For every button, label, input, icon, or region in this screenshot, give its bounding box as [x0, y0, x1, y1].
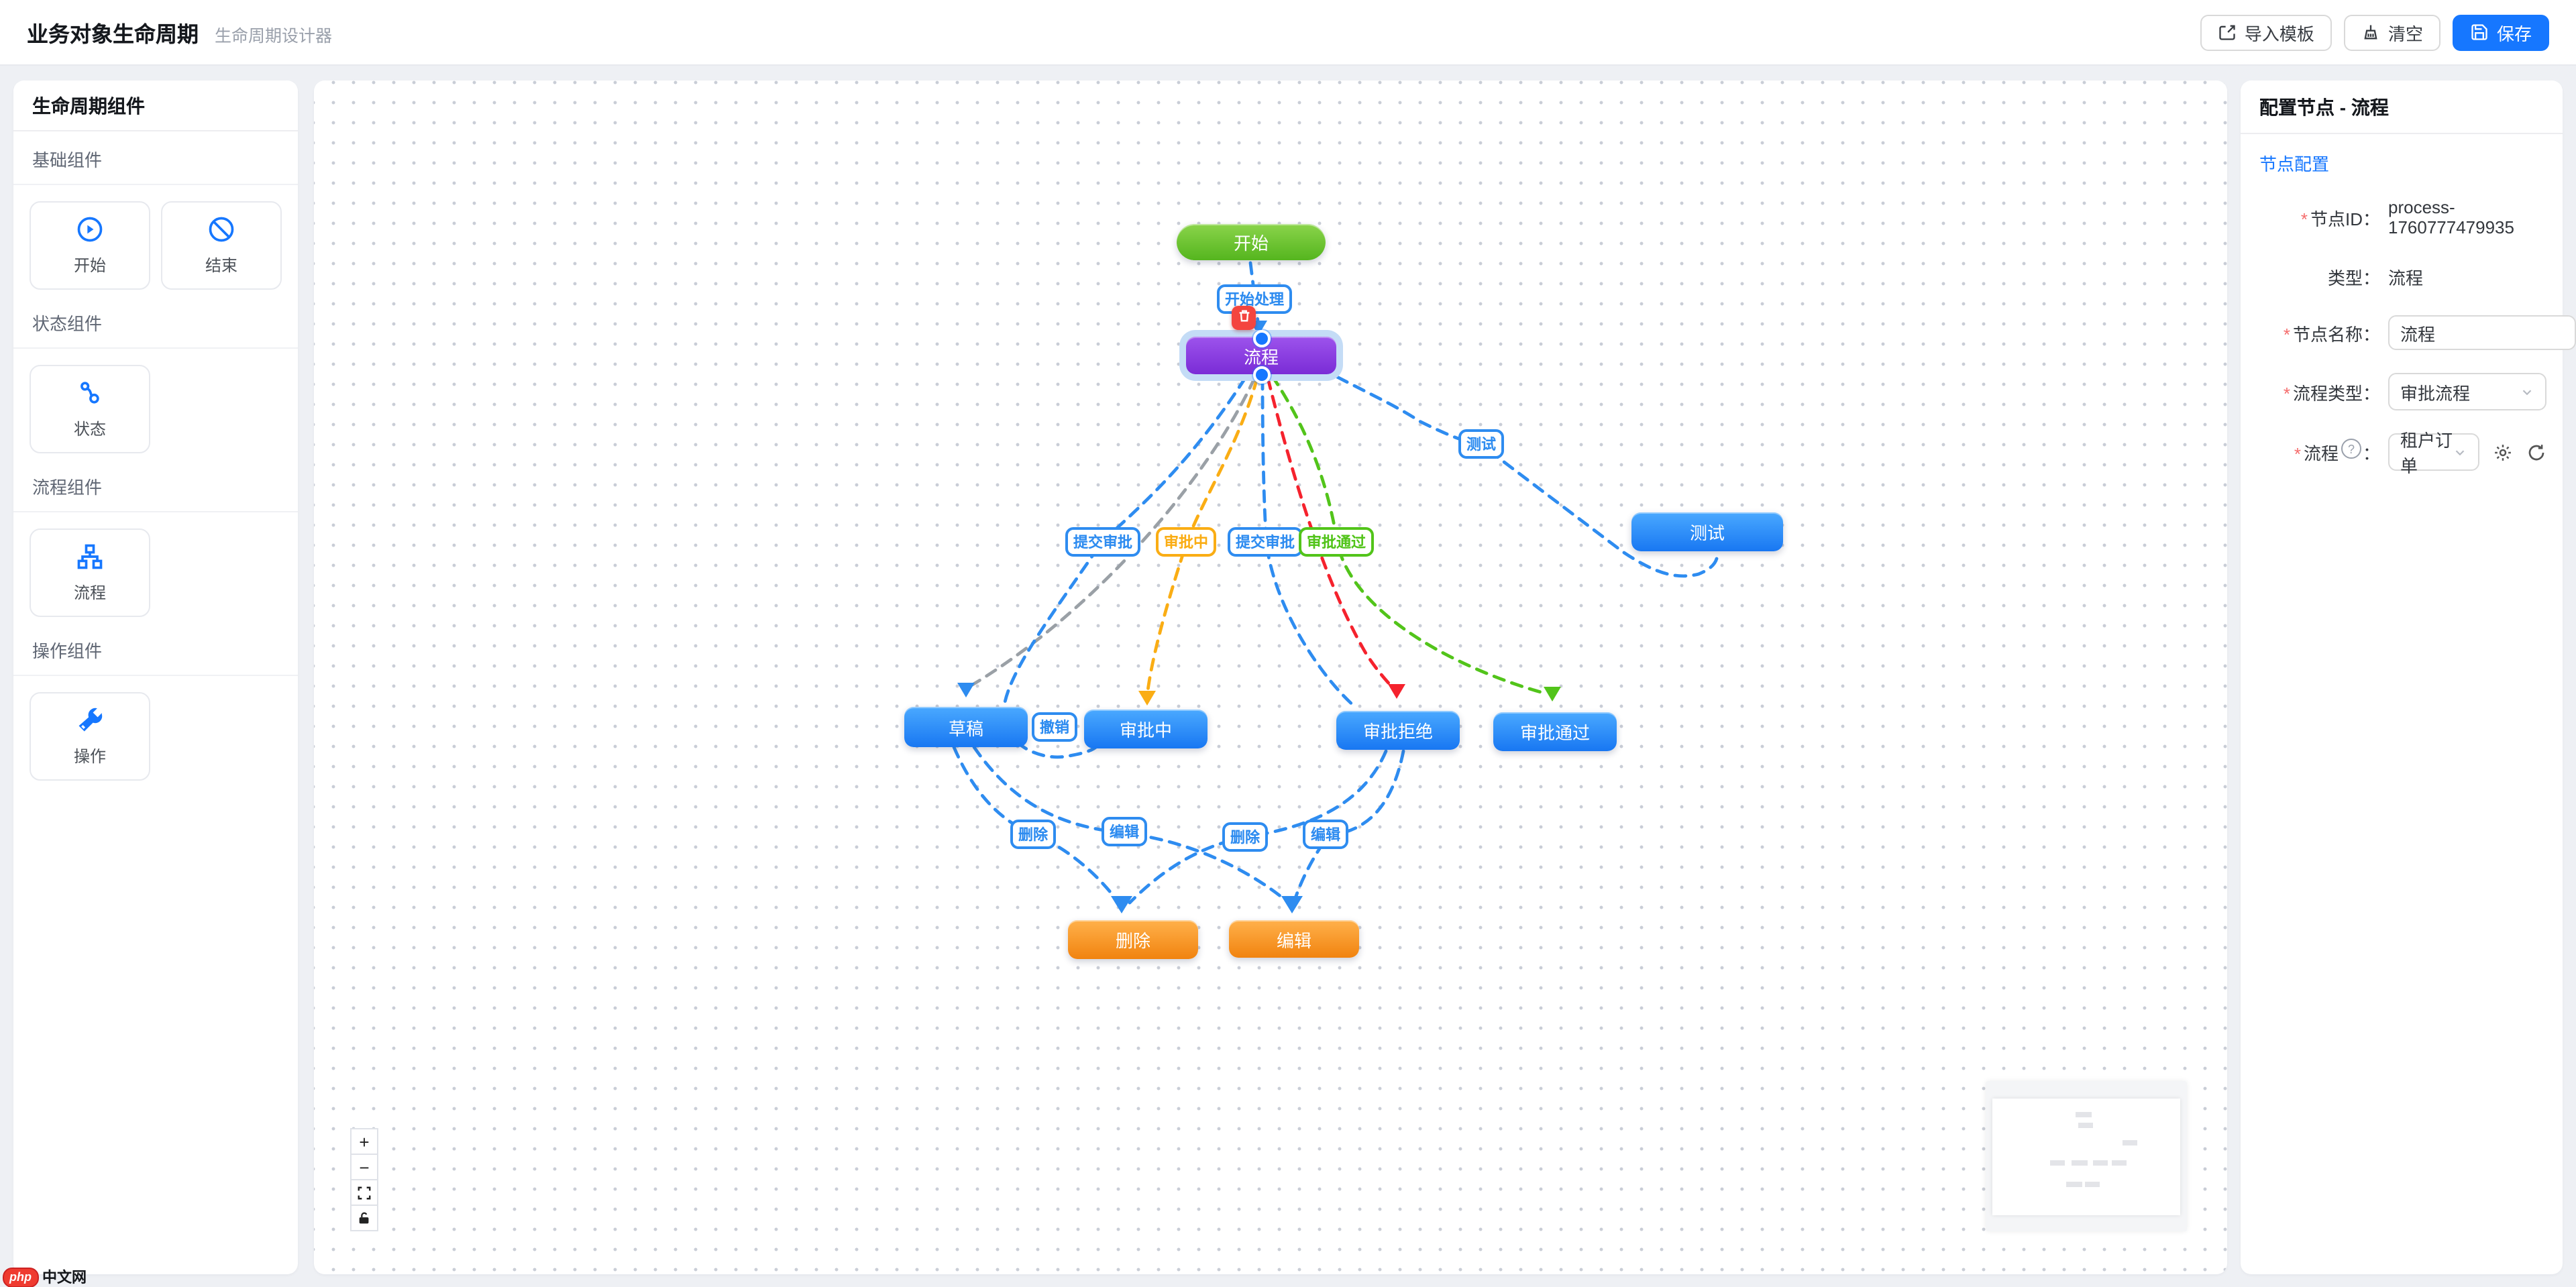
wrench-icon: [75, 706, 105, 735]
palette-title: 生命周期组件: [13, 80, 298, 131]
brand: 业务对象生命周期 生命周期设计器: [27, 16, 332, 48]
page-title: 业务对象生命周期: [27, 24, 199, 47]
state-cards: 状态: [13, 349, 298, 459]
edge-label-test[interactable]: 测试: [1458, 429, 1504, 459]
node-inspector: 配置节点 - 流程 节点配置 *节点ID： process-1760777479…: [2241, 80, 2576, 1274]
palette-item-operation[interactable]: 操作: [30, 692, 150, 781]
node-name-label: 节点名称：: [2292, 324, 2380, 344]
edge-label-delete-b[interactable]: 删除: [1222, 822, 1268, 852]
node-delete[interactable]: 删除: [1068, 920, 1198, 959]
chevron-down-icon: [2520, 384, 2534, 399]
node-approved[interactable]: 审批通过: [1493, 712, 1617, 751]
import-template-button[interactable]: 导入模板: [2200, 14, 2332, 50]
tab-node-config[interactable]: 节点配置: [2259, 154, 2330, 174]
node-name-row: *节点名称：: [2249, 315, 2576, 350]
ban-icon: [207, 215, 236, 244]
edge-submit-b: [1260, 376, 1357, 709]
canvas-toolbar: + −: [350, 1128, 378, 1231]
php-cn-watermark: php 中文网: [3, 1266, 87, 1287]
section-process: 流程组件: [13, 459, 298, 512]
flow-value: 租户订单: [2400, 431, 2453, 476]
chevron-down-icon: [2453, 445, 2467, 459]
trash-icon: [1236, 306, 1251, 330]
edge-process-test: [1270, 339, 1719, 578]
refresh-icon[interactable]: [2526, 442, 2546, 462]
edge-start-process: [1248, 261, 1260, 328]
flow-canvas[interactable]: 开始 流程 测试 草稿 审批中 审批拒绝 审批通过 删除 编辑 开始处理 测试 …: [314, 80, 2227, 1274]
page-subtitle: 生命周期设计器: [215, 27, 333, 46]
node-draft[interactable]: 草稿: [904, 707, 1028, 747]
lock-button[interactable]: [350, 1205, 378, 1231]
node-approving[interactable]: 审批中: [1084, 710, 1208, 748]
zoom-out-button[interactable]: −: [350, 1154, 378, 1180]
php-logo: php: [3, 1267, 38, 1287]
node-name-input[interactable]: [2388, 315, 2576, 350]
state-link-icon: [75, 378, 105, 408]
node-test[interactable]: 测试: [1631, 512, 1783, 551]
node-rejected[interactable]: 审批拒绝: [1336, 711, 1460, 750]
edge-rejected: [1266, 376, 1397, 693]
edge-label-delete-a[interactable]: 删除: [1010, 820, 1056, 849]
edge-label-approving[interactable]: 审批中: [1156, 527, 1216, 557]
node-handle-bottom[interactable]: [1253, 366, 1271, 384]
process-cards: 流程: [13, 512, 298, 622]
delete-edge-button[interactable]: [1232, 306, 1256, 330]
palette-item-state[interactable]: 状态: [30, 365, 150, 453]
play-circle-icon: [75, 215, 105, 244]
component-palette: 生命周期组件 基础组件 开始 结束 状态组件 状态 流程组件 流程: [13, 80, 298, 1274]
help-icon[interactable]: ?: [2341, 439, 2361, 459]
node-id-label: 节点ID：: [2310, 209, 2380, 229]
node-edit[interactable]: 编辑: [1229, 920, 1359, 958]
edge-label-revoke[interactable]: 撤销: [1032, 712, 1077, 742]
node-config-form: *节点ID： process-1760777479935 类型： 流程 *节点名…: [2241, 181, 2576, 476]
basic-cards: 开始 结束: [13, 185, 298, 295]
flow-type-select[interactable]: 审批流程: [2388, 373, 2546, 410]
header-actions: 导入模板 清空 保存: [2200, 14, 2549, 50]
header: 业务对象生命周期 生命周期设计器 导入模板 清空 保存: [0, 0, 2576, 66]
section-basic: 基础组件: [13, 131, 298, 185]
edge-submit-a: [1002, 376, 1247, 759]
fit-view-button[interactable]: [350, 1179, 378, 1206]
palette-item-end[interactable]: 结束: [161, 201, 282, 290]
edge-process-draft: [969, 376, 1256, 687]
node-handle-top[interactable]: [1253, 330, 1271, 347]
palette-item-process[interactable]: 流程: [30, 528, 150, 617]
minimap-viewport[interactable]: [1992, 1099, 2180, 1215]
edge-label-edit-a[interactable]: 编辑: [1102, 817, 1147, 846]
palette-item-start[interactable]: 开始: [30, 201, 150, 290]
node-type-row: 类型： 流程: [2249, 260, 2546, 292]
broom-icon: [2361, 23, 2380, 42]
operation-cards: 操作: [13, 676, 298, 786]
minimap[interactable]: [1986, 1081, 2187, 1231]
node-type-value: 流程: [2388, 268, 2424, 288]
edge-label-submit-b[interactable]: 提交审批: [1228, 527, 1303, 557]
zoom-in-button[interactable]: +: [350, 1128, 378, 1155]
flow-type-value: 审批流程: [2400, 383, 2471, 403]
flow-label: 流程: [2303, 443, 2339, 464]
save-icon: [2470, 23, 2489, 42]
edge-label-submit-a[interactable]: 提交审批: [1065, 527, 1140, 557]
node-id-row: *节点ID： process-1760777479935: [2249, 197, 2546, 237]
flow-type-row: *流程类型： 审批流程: [2249, 373, 2546, 410]
edge-label-edit-b[interactable]: 编辑: [1303, 820, 1348, 849]
import-icon: [2218, 23, 2237, 42]
flow-row: *流程?： 租户订单: [2249, 431, 2546, 476]
edge-label-approved[interactable]: 审批通过: [1299, 527, 1374, 557]
section-state: 状态组件: [13, 295, 298, 349]
save-button[interactable]: 保存: [2452, 14, 2549, 50]
org-chart-icon: [75, 542, 105, 571]
clear-button[interactable]: 清空: [2343, 14, 2440, 50]
inspector-title: 配置节点 - 流程: [2241, 80, 2563, 134]
gear-icon[interactable]: [2493, 442, 2513, 462]
node-id-value: process-1760777479935: [2388, 197, 2514, 237]
flow-select[interactable]: 租户订单: [2388, 431, 2479, 476]
node-start[interactable]: 开始: [1177, 224, 1326, 260]
node-type-label: 类型：: [2327, 268, 2380, 288]
required-marker: *: [2300, 209, 2308, 229]
flow-type-label: 流程类型：: [2292, 383, 2380, 403]
section-operation: 操作组件: [13, 622, 298, 676]
